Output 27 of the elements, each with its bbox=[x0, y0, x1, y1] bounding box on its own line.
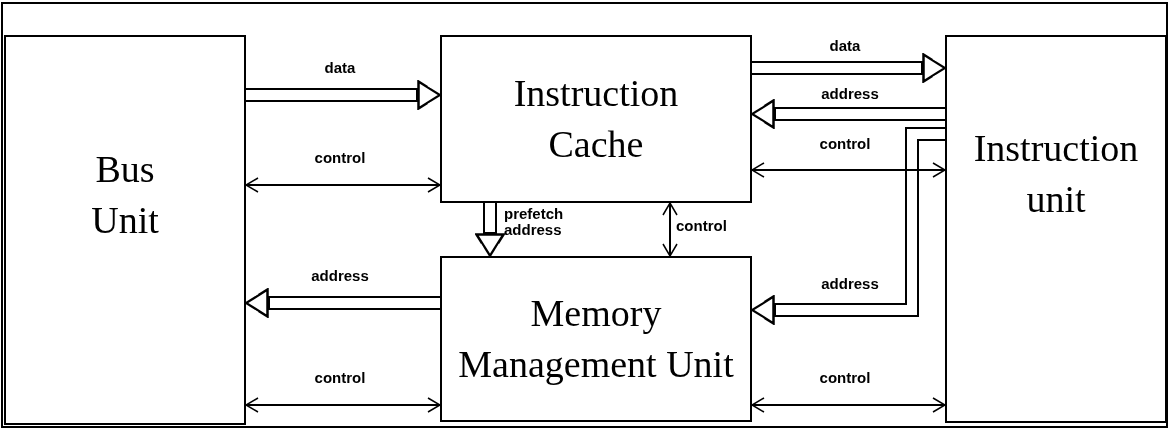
arrow bbox=[751, 397, 946, 413]
edge-label: address bbox=[310, 268, 370, 284]
block-box bbox=[945, 35, 1167, 423]
edge-label: control bbox=[313, 150, 367, 166]
hollow-arrow bbox=[475, 203, 505, 258]
hollow-arrow bbox=[246, 80, 442, 110]
edge-label: control bbox=[818, 136, 872, 152]
block-title: Instruction Cache bbox=[512, 70, 680, 167]
edge-label: data bbox=[323, 60, 357, 76]
arrow bbox=[662, 202, 678, 257]
block-title: Instruction unit bbox=[972, 125, 1140, 222]
edge-label: prefetch address bbox=[504, 206, 565, 238]
block-title: Bus Unit bbox=[90, 146, 160, 243]
block-title: Memory Management Unit bbox=[457, 290, 735, 387]
edge-label: data bbox=[828, 38, 862, 54]
arrow bbox=[245, 177, 441, 193]
edge-label: control bbox=[676, 218, 728, 234]
edge-label: address bbox=[820, 86, 880, 102]
block-box bbox=[440, 256, 752, 422]
edge-label: address bbox=[820, 276, 880, 292]
edge-label: control bbox=[818, 370, 872, 386]
block-box bbox=[4, 35, 246, 425]
block-box bbox=[440, 35, 752, 203]
hollow-arrow bbox=[752, 53, 947, 83]
edge-label: control bbox=[313, 370, 367, 386]
arrow bbox=[245, 397, 441, 413]
arrow bbox=[751, 162, 946, 178]
